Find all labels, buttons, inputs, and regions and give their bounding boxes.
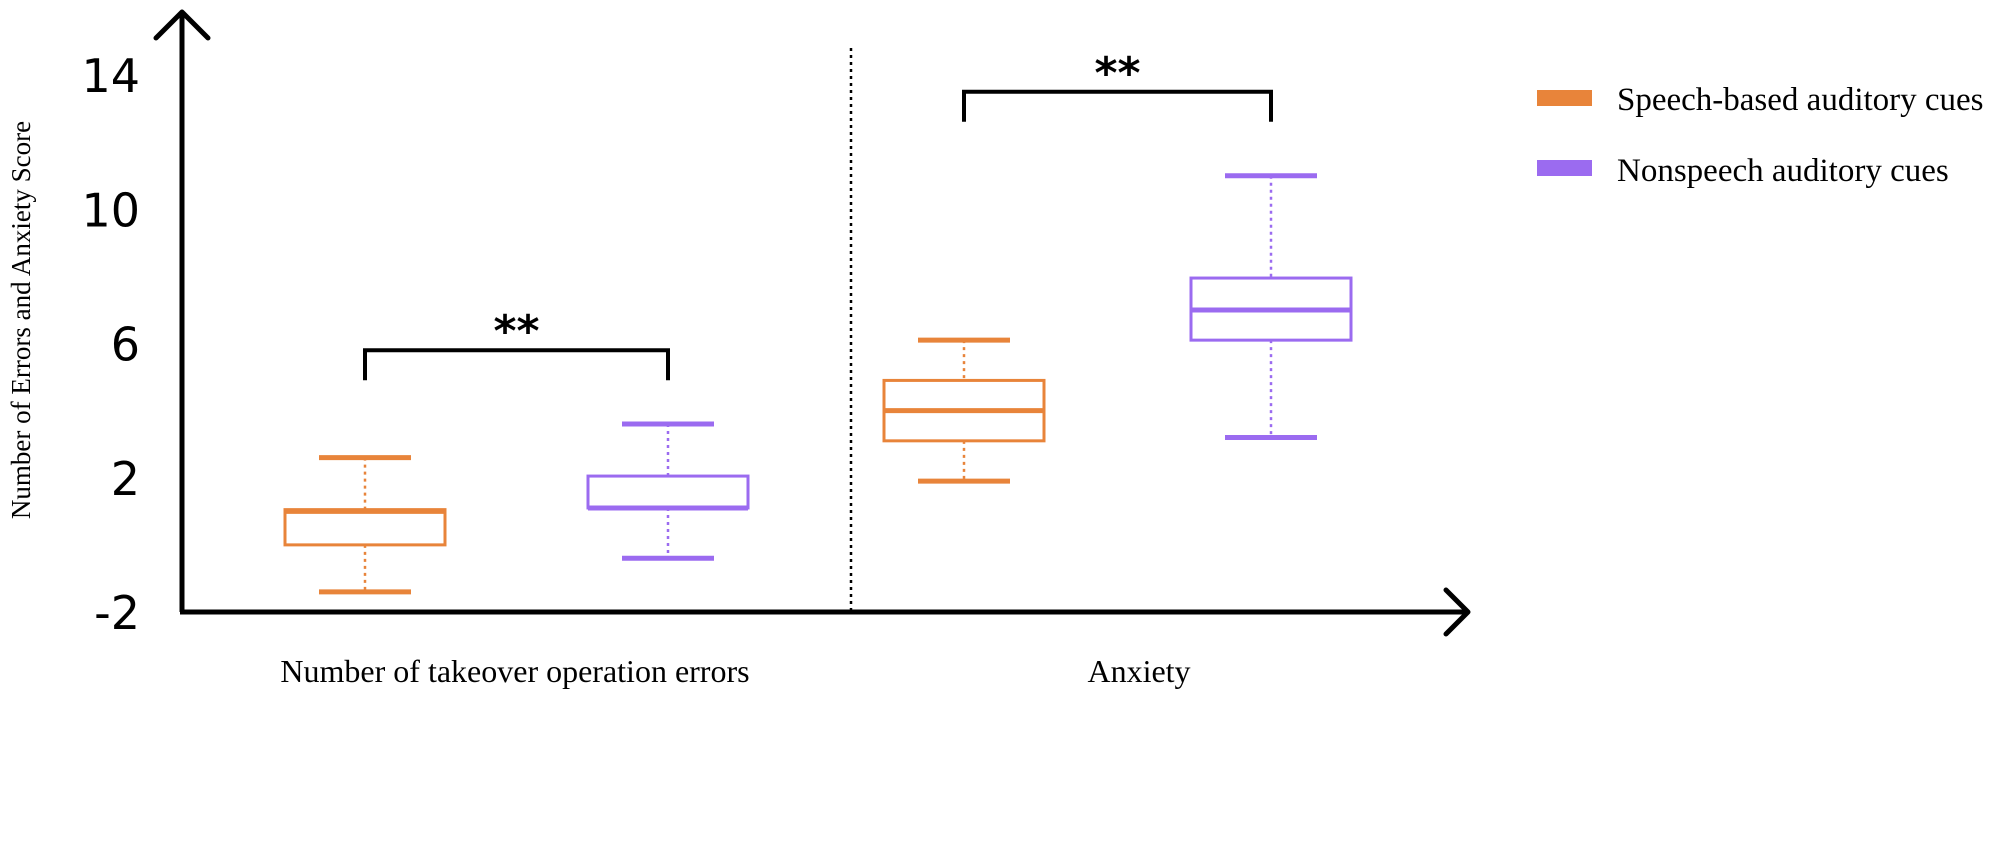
box-plot xyxy=(882,337,1046,484)
axes xyxy=(153,9,1471,637)
significance-label: ** xyxy=(1094,48,1140,99)
y-axis-label: Number of Errors and Anxiety Score xyxy=(6,121,36,519)
x-axis-arrowhead xyxy=(1443,587,1471,637)
category-label: Number of takeover operation errors xyxy=(280,653,749,689)
category-label: Anxiety xyxy=(1087,653,1190,689)
significance-bracket: ** xyxy=(363,306,670,381)
category-labels: Number of takeover operation errors Anxie… xyxy=(280,653,1190,689)
y-tick-labels: -2 2 6 10 14 xyxy=(81,49,140,640)
y-tick-label: 2 xyxy=(111,452,140,506)
bracket-line xyxy=(363,348,670,381)
box-plots xyxy=(283,173,1353,595)
y-axis-arrowhead xyxy=(153,9,211,41)
y-tick-label: -2 xyxy=(94,586,140,640)
box-plot xyxy=(586,421,750,561)
y-tick-label: 14 xyxy=(81,49,140,103)
legend-label-speech: Speech-based auditory cues xyxy=(1617,82,1984,118)
significance-bracket: ** xyxy=(962,48,1273,122)
box-plot xyxy=(1189,173,1353,440)
y-tick-label: 10 xyxy=(81,183,140,237)
legend: Speech-based auditory cues Nonspeech aud… xyxy=(1537,82,1984,189)
y-tick-label: 6 xyxy=(111,318,140,372)
box-plot xyxy=(283,455,447,595)
legend-swatch-nonspeech xyxy=(1537,160,1592,176)
legend-swatch-speech xyxy=(1537,90,1592,106)
significance-brackets: ** ** xyxy=(363,48,1273,381)
iqr-box xyxy=(586,474,750,510)
bracket-line xyxy=(962,89,1273,122)
legend-label-nonspeech: Nonspeech auditory cues xyxy=(1617,153,1949,189)
significance-label: ** xyxy=(493,306,539,357)
iqr-box xyxy=(283,508,447,547)
